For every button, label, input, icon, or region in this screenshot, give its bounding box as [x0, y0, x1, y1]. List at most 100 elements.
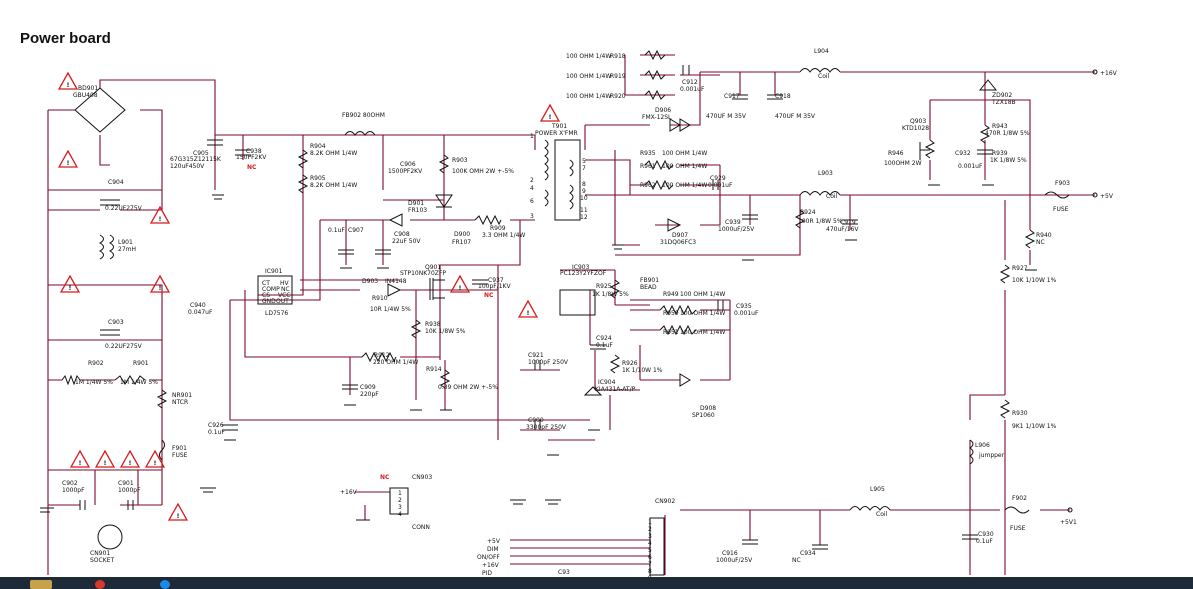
r961-ref: R961	[640, 163, 656, 170]
r951-value: 100 OHM 1/4W	[680, 329, 725, 336]
warning-triangle-icon	[70, 450, 90, 468]
c909-value: 220pF	[360, 391, 379, 398]
r905-value: 8.2K OHM 1/4W	[310, 182, 357, 189]
cn902-ref: CN902	[655, 498, 675, 505]
d908-value: SP1060	[692, 412, 715, 419]
c929-ref: C929	[710, 175, 726, 182]
warning-triangle-icon	[150, 275, 170, 293]
c906-ref: C906	[400, 161, 416, 168]
c939-value: 1000uF/25V	[718, 226, 755, 233]
r950-value: 100 OHM 1/4W	[680, 310, 725, 317]
r943-ref: R943	[992, 123, 1008, 130]
c919-ref: C919	[840, 219, 856, 226]
cn902-label-16v: +16V	[482, 562, 500, 569]
out-5v-label: +5V	[1100, 193, 1114, 200]
c906-value: 1500PF2KV	[388, 168, 423, 175]
t901-pin-3: 3	[530, 213, 534, 220]
c940-value: 0.047uF	[188, 309, 213, 316]
r920-ref: R920	[610, 93, 626, 100]
bd901-part: GBU408	[73, 92, 98, 99]
cn903-pin-2: 2	[398, 497, 402, 504]
r946-ref: R946	[888, 150, 904, 157]
ic901-ref: IC901	[265, 268, 283, 275]
fb901-ref: FB901	[640, 277, 659, 284]
nr901-ref: NR901	[172, 392, 192, 399]
c904-value: 0.22UF275V	[105, 205, 143, 212]
c935-ref: C935	[736, 303, 752, 310]
cn903-pin-4: 4	[398, 511, 402, 518]
r930-value: 9K1 1/10W 1%	[1012, 423, 1057, 430]
out-16v-label: +16V	[1100, 70, 1118, 77]
r939-value: 1K 1/8W 5%	[990, 157, 1027, 164]
r904-ref: R904	[310, 143, 326, 150]
c939-ref: C939	[725, 219, 741, 226]
r903-ref: R903	[452, 157, 468, 164]
c919-value: 470uF/16V	[826, 226, 859, 233]
cn902-pin-9: 9	[648, 575, 652, 577]
r950-ref: R950	[663, 310, 679, 317]
r951-ref: R951	[663, 329, 679, 336]
c937-ref: C937	[488, 277, 504, 284]
warning-triangle-icon	[60, 275, 80, 293]
l906-ref: L906	[975, 442, 990, 449]
c93x-ref: C93	[558, 569, 570, 576]
c926-value: 0.1uF	[208, 429, 225, 436]
c912-ref: C912	[682, 79, 698, 86]
c918-value: 470UF M 35V	[775, 113, 816, 120]
t901-pin-6: 6	[530, 198, 534, 205]
l904-value: Coil	[818, 73, 830, 80]
c902-ref: C902	[62, 480, 78, 487]
skype-icon[interactable]	[160, 580, 170, 589]
c937-value: 100pF/1KV	[478, 283, 511, 290]
c940-ref: C940	[190, 302, 206, 309]
c903-ref: C903	[108, 319, 124, 326]
ic903-ref: IC903	[572, 264, 590, 271]
c907-value: 0.1uF	[328, 227, 345, 234]
c930-value: 0.1uF	[976, 538, 993, 545]
ic904-ref: IC904	[598, 379, 616, 386]
r909-ref: R909	[490, 225, 506, 232]
f902-ref: F902	[1012, 495, 1027, 502]
cn902-pin-4: 4	[648, 540, 652, 547]
l906-value: jumpper	[978, 452, 1005, 459]
r939-ref: R939	[992, 150, 1008, 157]
folder-icon[interactable]	[30, 580, 52, 589]
cn903-pin-1: 1	[398, 490, 402, 497]
c921-ref: C921	[528, 352, 544, 359]
r914-ref: R914	[426, 366, 442, 373]
f902-value: FUSE	[1010, 525, 1026, 532]
nr901-value: NTCR	[172, 399, 188, 406]
f901-ref: F901	[172, 445, 187, 452]
wire-network	[47, 54, 1095, 575]
cn903-nc: NC	[380, 474, 390, 481]
browser-icon[interactable]	[95, 580, 105, 589]
c902-value: 1000pF	[62, 487, 85, 494]
ic904-part: KIA431A-AT/P	[595, 386, 636, 393]
ic901-pin-out: OUT	[276, 298, 289, 305]
bd901-ref: BD901	[78, 85, 98, 92]
warning-triangle-icon	[518, 300, 538, 318]
c901-value: 1000pF	[118, 487, 141, 494]
c924-ref: C924	[596, 335, 612, 342]
cn902-pin-6: 6	[648, 554, 652, 561]
c934-value: NC	[792, 557, 801, 564]
out-5v1-label: +5V1	[1060, 519, 1077, 526]
r902-ref: R902	[88, 360, 104, 367]
c917-ref: C917	[724, 93, 740, 100]
f903-ref: F903	[1055, 180, 1070, 187]
d903-part: IN4148	[385, 278, 407, 285]
l905-ref: L905	[870, 486, 885, 493]
t901-pin-5: 5	[582, 158, 586, 165]
r919-value: 100 OHM 1/4W	[566, 73, 611, 80]
r901-ref: R901	[133, 360, 149, 367]
l903-value: Coil	[826, 193, 838, 200]
r912-value: 220 OHM 1/4W	[373, 359, 418, 366]
r924-ref: R924	[800, 209, 816, 216]
r927-ref: R927	[1012, 265, 1028, 272]
t901-pin-1: 1	[530, 133, 534, 140]
r903-value: 100K OMH 2W +-5%	[452, 168, 514, 175]
c904-ref: C904	[108, 179, 124, 186]
c909-ref: C909	[360, 384, 376, 391]
c921-value: 1000pF 250V	[528, 359, 569, 366]
r935-ref: R935	[640, 150, 656, 157]
